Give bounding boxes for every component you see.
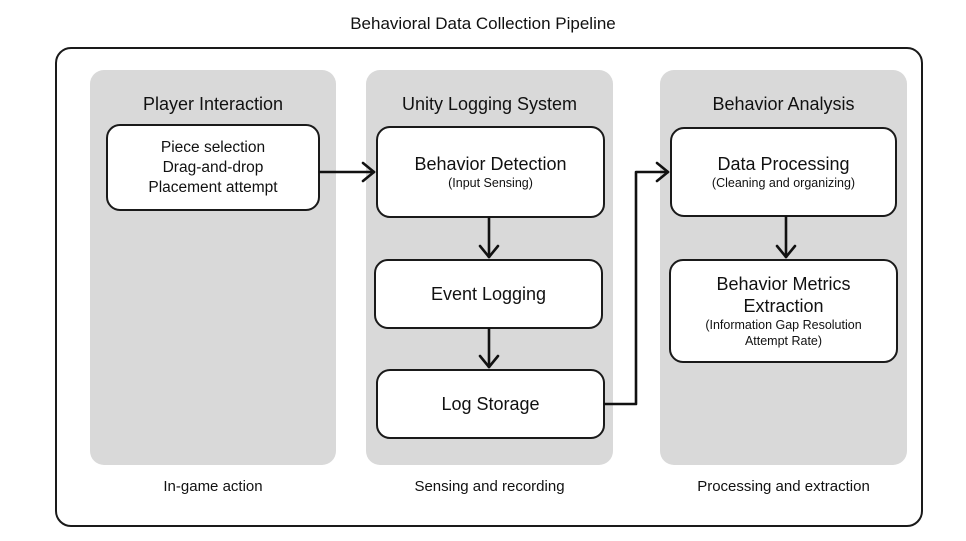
node-subtitle: (Cleaning and organizing) [711, 176, 856, 190]
arrow-actions-to-detection [318, 161, 376, 183]
arrow-data-processing-to-metrics [775, 215, 797, 259]
column-caption: Sensing and recording [414, 478, 565, 495]
arrow-detection-to-event-logging [478, 216, 500, 259]
node-title: Event Logging [430, 284, 547, 304]
arrow-event-logging-to-log-storage [478, 327, 500, 369]
node-subtitle: Attempt Rate) [744, 334, 823, 348]
column-caption: Processing and extraction [697, 478, 870, 495]
node-title: Data Processing [717, 154, 850, 174]
node-subtitle: (Input Sensing) [448, 176, 533, 190]
column-caption: In-game action [163, 478, 263, 495]
node-title: Behavior Detection [414, 154, 567, 174]
column-title: Unity Logging System [401, 94, 578, 114]
diagram-title: Behavioral Data Collection Pipeline [350, 14, 616, 33]
node-title: Log Storage [441, 394, 540, 414]
node-behavior-detection: Behavior Detection (Input Sensing) [376, 126, 605, 218]
node-title: Extraction [743, 296, 824, 316]
column-title: Player Interaction [142, 94, 284, 114]
node-data-processing: Data Processing (Cleaning and organizing… [670, 127, 897, 217]
arrow-log-storage-to-data-processing [603, 161, 670, 406]
node-player-actions: Piece selection Drag-and-drop Placement … [106, 124, 320, 211]
node-subtitle: (Information Gap Resolution [705, 318, 862, 332]
pipeline-frame [55, 47, 923, 527]
node-title: Behavior Metrics [716, 274, 851, 294]
column-title: Behavior Analysis [712, 94, 855, 114]
node-line: Piece selection [160, 138, 266, 156]
node-log-storage: Log Storage [376, 369, 605, 439]
node-line: Drag-and-drop [162, 158, 264, 176]
node-behavior-metrics-extraction: Behavior Metrics Extraction (Information… [669, 259, 898, 363]
node-line: Placement attempt [148, 178, 278, 196]
